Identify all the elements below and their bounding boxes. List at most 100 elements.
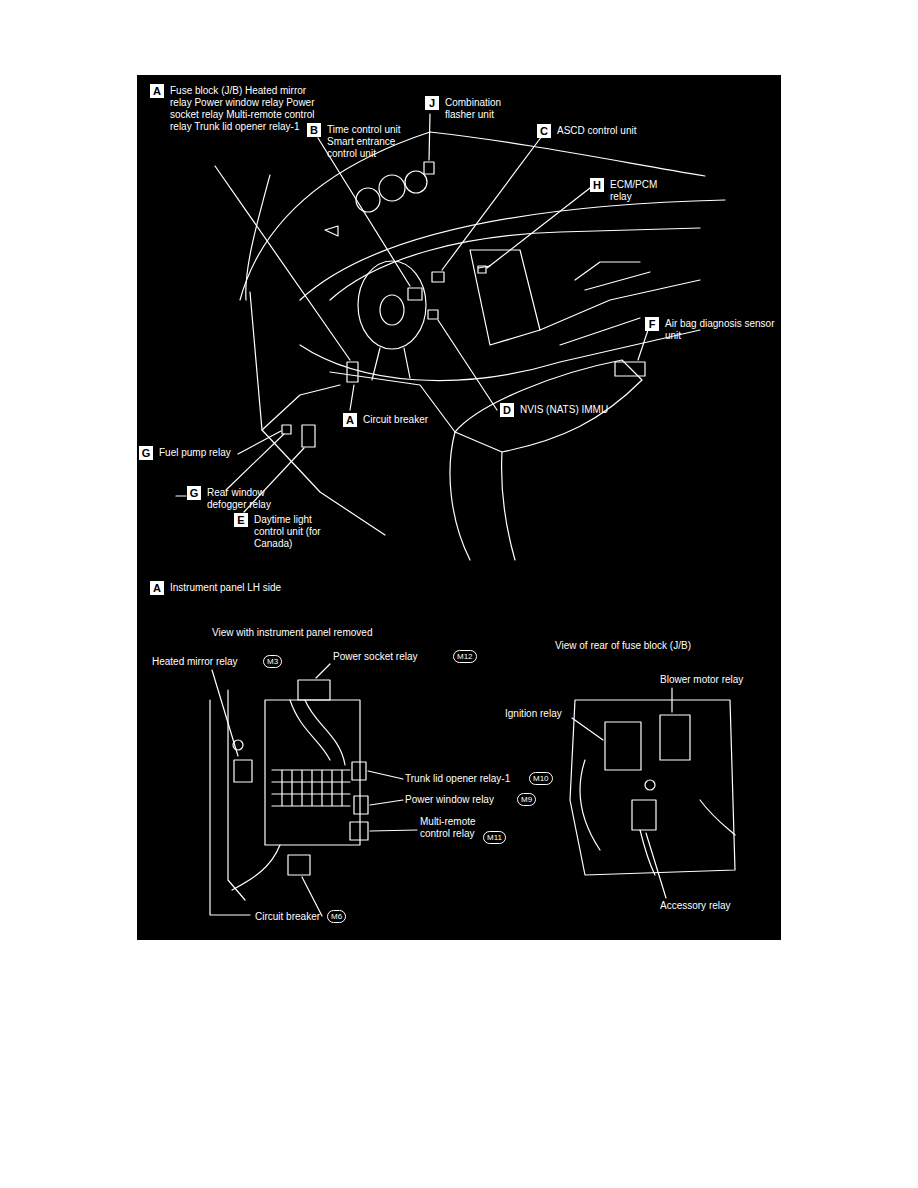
callout-letter: B: [307, 123, 321, 137]
floor: [330, 372, 455, 432]
callout-letter: A: [150, 581, 164, 595]
fuse-grid: [272, 770, 350, 806]
leader-line: [370, 830, 417, 831]
leader-line: [215, 166, 350, 360]
callout-letter: H: [590, 178, 604, 192]
leader-line: [671, 688, 672, 712]
relay: [354, 796, 368, 814]
part-name: Fuel pump relay: [159, 446, 259, 459]
callout: HECM/PCM relay: [590, 178, 670, 203]
leader-line: [438, 320, 497, 410]
airbag-unit: [615, 362, 645, 376]
callout: F Air bag diagnosis sensor unit: [645, 317, 775, 342]
steering-wheel: [358, 261, 426, 349]
part-label: View with instrument panel removed: [212, 627, 372, 639]
fuse-block: [347, 362, 358, 382]
leader-line: [368, 771, 403, 779]
connector-number: M11: [487, 833, 502, 842]
harness: [232, 700, 345, 890]
callout: JCombination flasher unit: [425, 96, 520, 121]
blower-relay: [660, 715, 690, 760]
connector-code: M6: [327, 910, 346, 923]
callout-letter: D: [500, 403, 514, 417]
callout: ACircuit breaker: [343, 413, 453, 427]
part-label: Circuit breaker: [255, 911, 320, 923]
ascd-unit: [432, 272, 444, 282]
lower-dash: [300, 330, 700, 381]
panel-rear: [570, 700, 735, 875]
part-name: Air bag diagnosis sensor unit: [665, 317, 775, 342]
callout-letter: A: [150, 84, 164, 98]
part-label: Blower motor relay: [660, 674, 743, 686]
part-label: Power window relay: [405, 794, 494, 806]
part-name: NVIS (NATS) IMMU: [520, 403, 630, 416]
part-name: Circuit breaker: [363, 413, 453, 426]
callout: A Instrument panel LH side: [150, 581, 330, 595]
part-name: Instrument panel LH side: [170, 581, 330, 594]
part-label: Multi-remote control relay: [420, 816, 492, 840]
leader-line: [638, 330, 648, 360]
part-label: Ignition relay: [505, 708, 562, 720]
connector-code: M11: [483, 831, 506, 844]
connector-code: M10: [529, 772, 553, 785]
part-name: Fuse block (J/B) Heated mirror relay Pow…: [170, 84, 320, 133]
relay: [350, 822, 368, 840]
callout: E Daytime light control unit (for Canada): [234, 513, 334, 550]
leader-line: [487, 188, 590, 268]
connector-code: M3: [263, 655, 282, 668]
windshield-top: [430, 132, 705, 176]
seat: [455, 360, 642, 452]
leader-line: [646, 833, 666, 898]
relay: [352, 762, 366, 780]
callout-letter: C: [537, 124, 551, 138]
part-label: Power socket relay: [333, 651, 417, 663]
connector-number: M3: [267, 657, 278, 666]
connector-number: M9: [521, 795, 532, 804]
shifter: [575, 262, 650, 290]
leader-line: [429, 114, 430, 160]
callout: BTime control unit Smart entrance contro…: [307, 123, 427, 160]
immu-unit: [428, 310, 438, 319]
leader-line: [212, 670, 238, 756]
seat-back: [450, 432, 515, 560]
vent: [325, 226, 490, 268]
ecm-relay: [478, 266, 486, 273]
a-pillar: [246, 175, 270, 300]
center-stack: [470, 250, 540, 345]
part-name: Daytime light control unit (for Canada): [254, 513, 334, 550]
part-label: Trunk lid opener relay-1: [405, 773, 510, 785]
connector-number: M6: [331, 912, 342, 921]
callout-letter: E: [234, 513, 248, 527]
leader-line: [318, 138, 410, 286]
leader-line: [442, 136, 542, 270]
panel-frame: [210, 690, 250, 915]
steering-hub: [380, 295, 404, 325]
time-control-unit: [408, 288, 422, 300]
door-trim: [262, 385, 340, 430]
part-label: View of rear of fuse block (J/B): [555, 640, 691, 652]
accessory-relay: [632, 800, 656, 830]
callout: GRear window defogger relay: [187, 486, 282, 511]
gauge: [356, 188, 380, 212]
dash-face: [330, 228, 700, 300]
callout: C ASCD control unit: [537, 124, 677, 138]
leader-line: [370, 800, 403, 805]
relay: [298, 680, 330, 700]
part-label: Accessory relay: [660, 900, 731, 912]
flasher-unit: [424, 162, 434, 174]
callout-letter: J: [425, 96, 439, 110]
callout: GFuel pump relay: [139, 446, 259, 460]
callout: A Fuse block (J/B) Heated mirror relay Po…: [150, 84, 320, 133]
daytime-light-unit: [302, 425, 315, 447]
callout-letter: F: [645, 317, 659, 331]
part-name: ASCD control unit: [557, 124, 677, 137]
leader-line: [316, 664, 330, 678]
leader-line: [350, 385, 354, 410]
gauge: [379, 175, 405, 201]
bolt: [645, 780, 655, 790]
part-name: Rear window defogger relay: [207, 486, 282, 511]
connector-code: M12: [453, 650, 477, 663]
connector-number: M10: [533, 774, 549, 783]
